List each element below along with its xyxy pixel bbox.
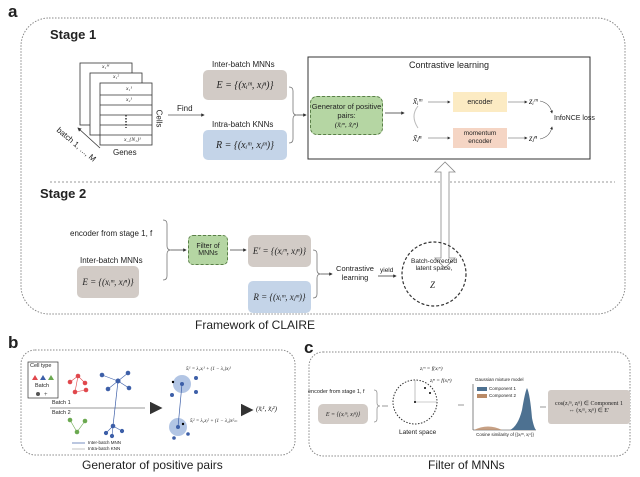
formula-top: x̃ᵢ¹ = λ₁xᵢ¹ + (1 − λ₁)xⱼ¹ <box>186 367 231 372</box>
latent-space-label: Latent space <box>399 429 437 436</box>
momentum-encoder-box: momentum encoder <box>453 128 507 148</box>
inter-batch-mnn-line <box>112 380 119 427</box>
matrix-row-label: x₁ᴹ <box>102 64 110 70</box>
formula-bottom: x̃ⱼ² = λ₂xⱼ² + (1 − λ₂)x²ₘ <box>190 419 238 424</box>
stage2-contrastive-label: Contrastive learning <box>336 264 374 282</box>
gmm-title: Gaussian mixture model <box>475 377 524 382</box>
svg-text:+: + <box>44 392 48 398</box>
stage2-title: Stage 2 <box>40 186 87 201</box>
legend-inter-mnn: Inter-batch MNN <box>88 440 122 445</box>
brace-stage2-right <box>312 249 322 299</box>
batch-corrected-latent-label: Batch-corrected latent space, <box>411 258 457 272</box>
expression-matrix-stack <box>77 62 153 149</box>
generator-caption: Generator of positive pairs <box>82 458 223 472</box>
c-encoder-from-stage1: encoder from stage 1, f <box>308 389 365 395</box>
zi: zᵢᵐ <box>529 96 538 106</box>
cells-label: Cells <box>154 109 164 128</box>
filtered-mnn-box: E′ = {(xᵢᵐ, xⱼⁿ)} <box>248 235 311 267</box>
stage1-title: Stage 1 <box>50 27 97 42</box>
zj: zⱼⁿ <box>529 133 537 143</box>
gmm-histogram <box>472 384 536 431</box>
component-2-curve <box>474 426 502 430</box>
stage2-inter-batch-label: Inter-batch MNNs <box>80 256 143 265</box>
batch2-clusters <box>67 417 125 439</box>
component-1-curve <box>510 388 536 430</box>
matrix-row-label: x_{N₁}¹ <box>124 137 141 143</box>
inter-batch-mnn-box: E = {(xᵢᵐ, xⱼⁿ)} <box>203 70 287 100</box>
panel-c-label: c <box>304 338 314 357</box>
filter-result-box: cos(zᵢᵐ, zⱼⁿ) ∈ Component 1 ⇔ (xᵢᵐ, xⱼⁿ)… <box>548 390 630 424</box>
panel-b-frame <box>20 349 296 456</box>
c-mnn-box: E = {(xᵢᵐ, xⱼⁿ)} <box>318 404 368 424</box>
panel-a-label: a <box>8 2 18 21</box>
batch1-clusters <box>67 370 132 395</box>
matrix-row-label: x₁² <box>113 74 120 80</box>
stage2-inter-batch-box: E = {(xᵢᵐ, xⱼⁿ)} <box>77 266 139 298</box>
panel-a-frame <box>20 17 626 315</box>
panel-c-frame <box>308 351 631 457</box>
encoder-box: encoder <box>453 92 507 112</box>
contrastive-learning-frame <box>307 56 591 160</box>
generator-formula: (x̃ᵢᵐ, x̃ⱼⁿ) <box>334 120 359 129</box>
generator-label: Generator of positive pairs: <box>311 102 382 120</box>
yield-label: yield <box>380 267 394 274</box>
genes-label: Genes <box>113 148 137 157</box>
gmm-xlabel: Cosine similarity of {(xᵢᵐ, xⱼⁿ)} <box>476 432 534 437</box>
infonce-loss-label: InfoNCE loss <box>554 115 595 122</box>
double-arrow <box>434 161 456 269</box>
legend-intra-knn: Intra-batch KNN <box>88 446 121 451</box>
legend-batch: Batch <box>35 383 50 389</box>
filter-of-mnns-box: Filter of MNNs <box>188 235 228 265</box>
stage2-intra-batch-box: R = {(xᵢᵐ, xⱼᵐ)} <box>248 281 311 313</box>
batch2-label: Batch 2 <box>52 410 71 416</box>
framework-caption: Framework of CLAIRE <box>195 318 316 332</box>
positive-pair-result: (x̃ᵢ¹, x̃ⱼ²) <box>256 405 277 413</box>
find-label: Find <box>177 104 193 113</box>
legend-cell-type: Cell type <box>30 363 52 369</box>
component-1-legend: Component 1 <box>489 386 517 391</box>
panel-b-label: b <box>8 333 19 352</box>
contrastive-title: Contrastive learning <box>408 60 490 70</box>
component-2-legend: Component 2 <box>489 393 517 398</box>
inter-batch-label: Inter-batch MNNs <box>212 60 275 69</box>
filter-result-line2: ⇔ (xᵢᵐ, xⱼⁿ) ∈ E′ <box>568 408 610 414</box>
batch1-label: Batch 1 <box>52 400 71 406</box>
latent-space-circle <box>401 241 467 307</box>
brace-stage1 <box>288 86 298 144</box>
zj-formula: zⱼⁿ = f(xⱼⁿ) <box>430 378 452 384</box>
zi-formula: zᵢᵐ = f(xᵢᵐ) <box>420 366 443 372</box>
matrix-row-label: x₂¹ <box>126 97 133 103</box>
latent-symbol: Z <box>430 280 436 290</box>
brace-stage2-left <box>162 219 172 281</box>
matrix-row-label: x₁¹ <box>126 86 133 92</box>
xi-tilde: x̃ᵢᵐ <box>413 96 423 106</box>
interpolated-pairs <box>169 375 198 440</box>
encoder-from-stage1: encoder from stage 1, f <box>70 229 153 238</box>
xj-tilde: x̃ⱼⁿ <box>413 133 422 143</box>
generator-box: Generator of positive pairs: (x̃ᵢᵐ, x̃ⱼⁿ… <box>310 96 383 135</box>
filter-result-line1: cos(zᵢᵐ, zⱼⁿ) ∈ Component 1 <box>555 401 623 407</box>
intra-batch-label: Intra-batch KNNs <box>212 120 274 129</box>
intra-batch-knn-box: R = {(xᵢᵐ, xⱼᵐ)} <box>203 130 287 160</box>
filter-caption: Filter of MNNs <box>428 458 505 472</box>
